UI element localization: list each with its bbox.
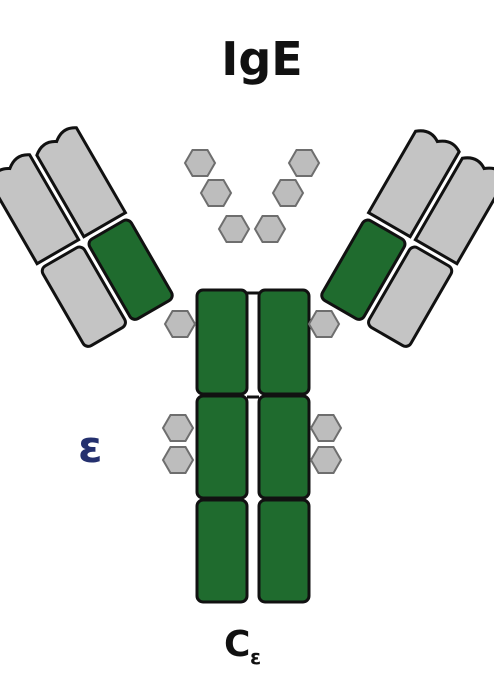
left-light-chain-constant-domain [40,245,127,348]
left-light-chain-variable-domain [0,153,81,266]
carbohydrate-hexagon [307,310,341,338]
right-ch3-domain [257,394,311,500]
right-light-chain-constant-domain [367,245,454,348]
constant-region-label: C [224,624,250,665]
right-fab-arm [320,129,494,348]
fc-stem [195,288,311,604]
left-heavy-chain-ch1-domain [87,218,174,321]
left-heavy-chain-variable-domain [35,126,128,239]
left-fab-arm [0,126,174,348]
carbohydrate-hexagon [253,215,287,243]
carbohydrate-hexagon [309,414,343,442]
carbohydrate-hexagon [161,414,195,442]
right-heavy-chain-variable-domain [366,129,461,239]
carbohydrate-hexagon [271,179,305,207]
carbohydrate-hexagon [309,446,343,474]
diagram-title: IgE [221,32,302,86]
carbohydrate-hexagon [217,215,251,243]
left-ch3-domain [195,394,249,500]
carbohydrate-hexagon [183,149,217,177]
left-ch4-domain [195,498,249,604]
right-ch4-domain [257,498,311,604]
right-heavy-chain-ch1-domain [320,218,407,321]
carbohydrate-group [161,149,343,474]
left-ch2-domain [195,288,249,396]
heavy-chain-epsilon-label: ε [78,422,103,473]
carbohydrate-hexagon [199,179,233,207]
right-light-chain-variable-domain [413,156,494,266]
carbohydrate-hexagon [161,446,195,474]
right-ch2-domain [257,288,311,396]
carbohydrate-hexagon [163,310,197,338]
carbohydrate-hexagon [287,149,321,177]
constant-region-subscript: ε [250,645,261,669]
